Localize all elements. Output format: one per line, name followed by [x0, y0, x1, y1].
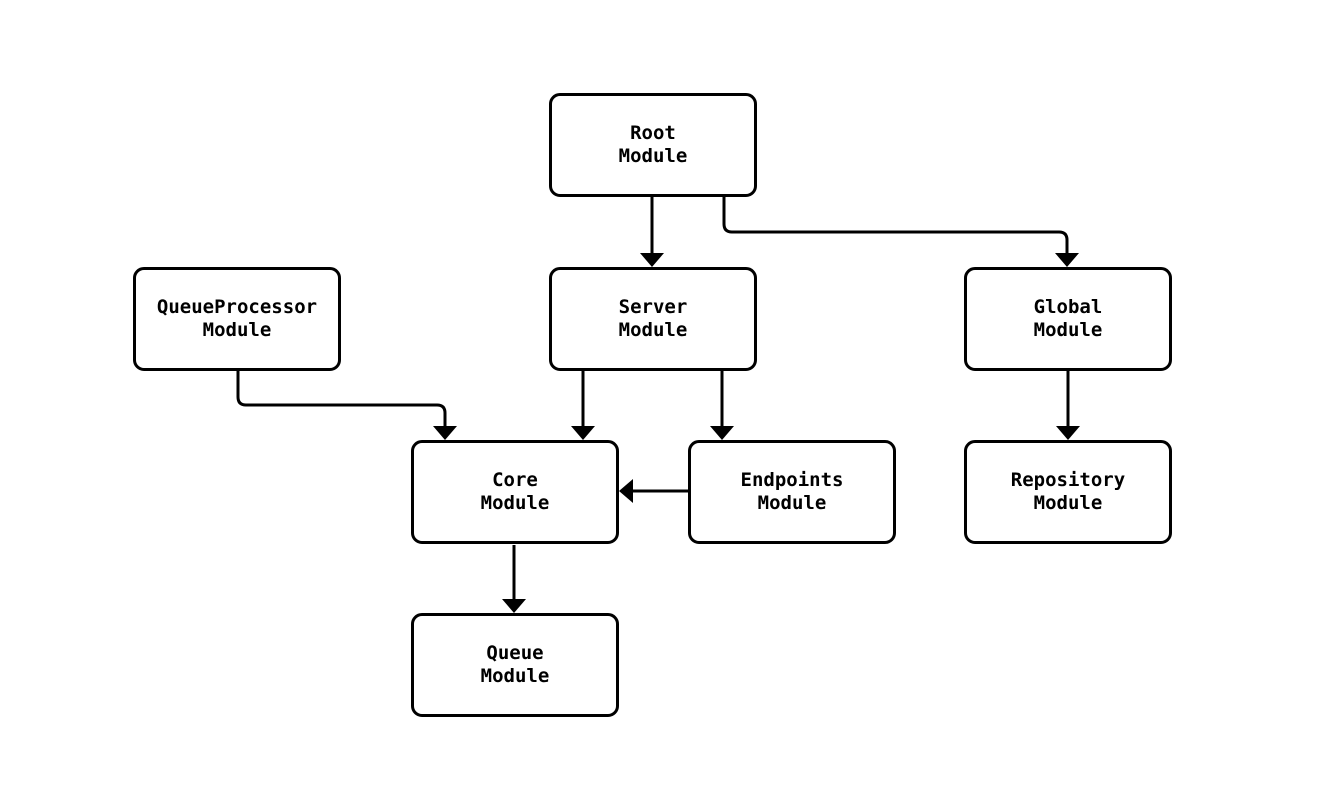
arrowhead-icon	[571, 426, 595, 440]
node-endpoints-module-label: Endpoints Module	[740, 469, 844, 514]
edge-global-to-repository	[1056, 371, 1080, 440]
arrowhead-icon	[502, 599, 526, 613]
node-queue-module-label: Queue Module	[480, 642, 550, 687]
node-root-module: Root Module	[549, 93, 757, 197]
edge-server-to-core	[571, 371, 595, 440]
edge-root-to-global	[722, 197, 1079, 267]
node-repository-module-label: Repository Module	[1010, 469, 1126, 514]
arrowhead-icon	[619, 479, 633, 503]
arrowhead-icon	[640, 253, 664, 267]
arrowhead-icon	[1056, 426, 1080, 440]
node-queue-module: Queue Module	[411, 613, 619, 717]
node-queueprocessor-module: QueueProcessor Module	[133, 267, 341, 371]
arrowhead-icon	[433, 426, 457, 440]
node-core-module-label: Core Module	[480, 469, 550, 514]
node-root-module-label: Root Module	[618, 122, 688, 167]
node-repository-module: Repository Module	[964, 440, 1172, 544]
edge-endpoints-to-core	[619, 479, 688, 503]
node-server-module: Server Module	[549, 267, 757, 371]
edge-queueprocessor-to-core	[236, 371, 457, 440]
node-endpoints-module: Endpoints Module	[688, 440, 896, 544]
node-core-module: Core Module	[411, 440, 619, 544]
edge-server-to-endpoints	[710, 371, 734, 440]
node-global-module-label: Global Module	[1033, 296, 1103, 341]
node-queueprocessor-module-label: QueueProcessor Module	[156, 296, 318, 341]
arrowhead-icon	[710, 426, 734, 440]
node-global-module: Global Module	[964, 267, 1172, 371]
edge-core-to-queue	[502, 545, 526, 613]
arrowhead-icon	[1055, 253, 1079, 267]
edge-root-to-server	[640, 197, 664, 267]
node-server-module-label: Server Module	[618, 296, 688, 341]
